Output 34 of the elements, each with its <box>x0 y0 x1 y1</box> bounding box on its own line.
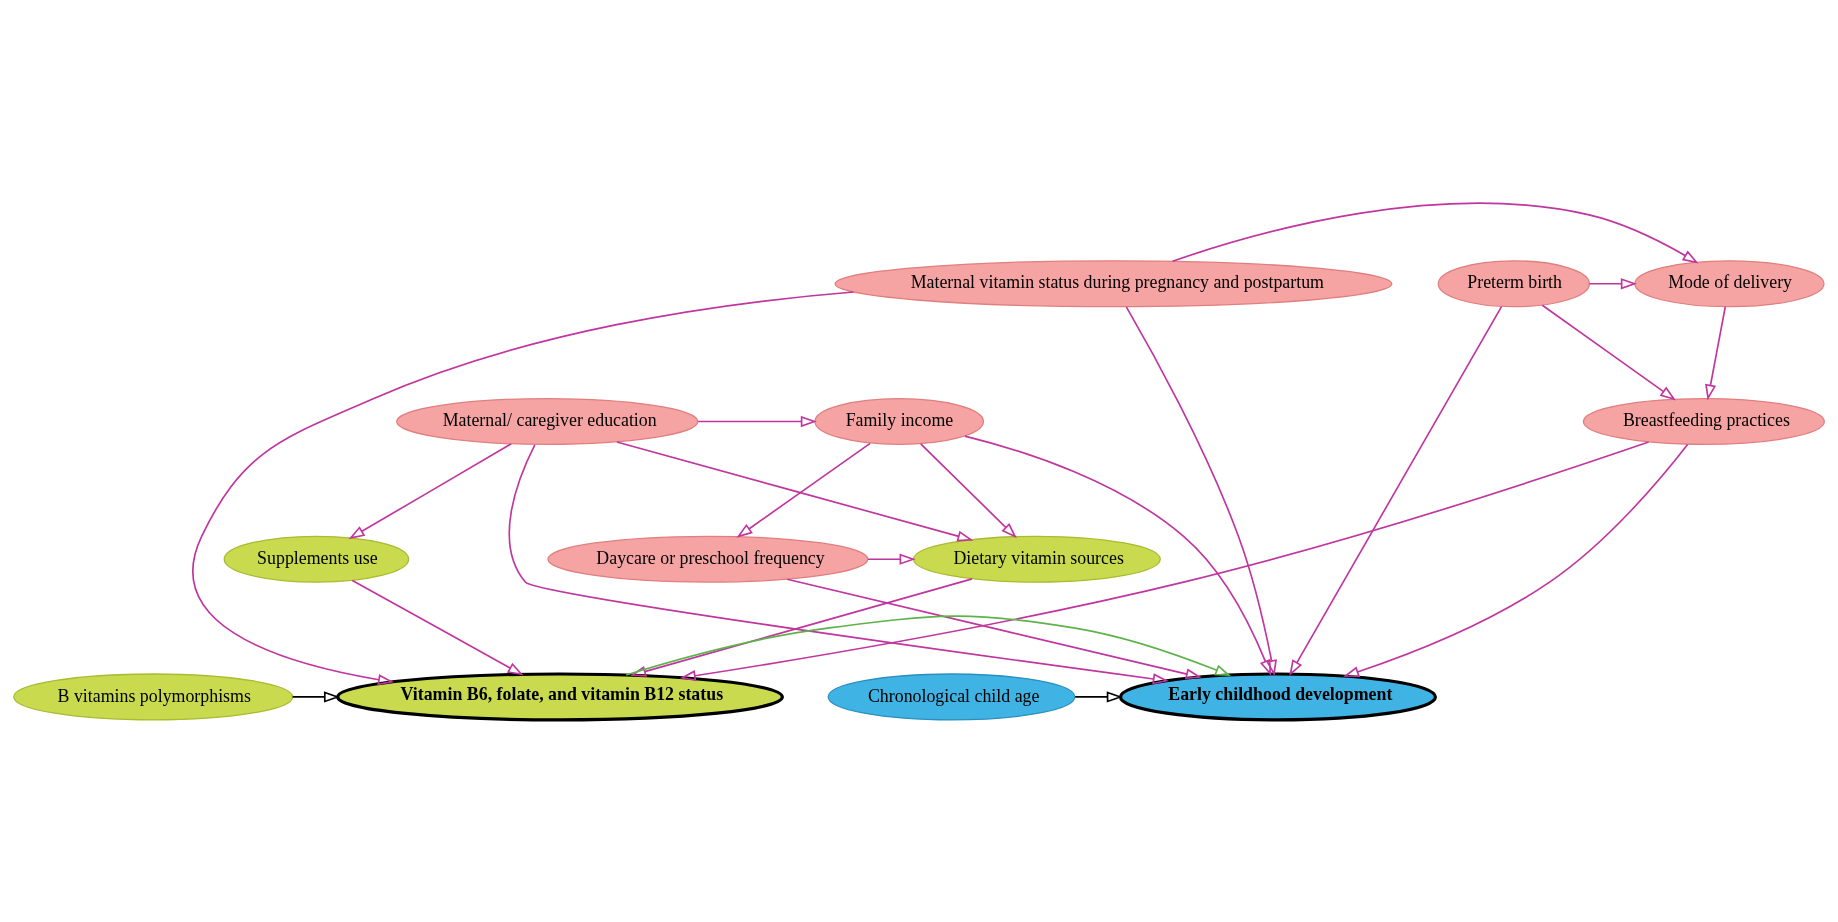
node-ellipse: B vitamins polymorphisms <box>13 672 294 721</box>
node-ellipse: Maternal vitamin status during pregnancy and postpartum <box>834 259 1393 307</box>
arrow <box>1343 443 1689 677</box>
arrow <box>786 577 1202 679</box>
node-ellipse: Family income <box>814 397 985 445</box>
arrow <box>192 290 855 685</box>
arrow <box>616 440 974 542</box>
node-ellipse: Maternal/ caregiver education <box>396 397 699 445</box>
arrow <box>964 434 1272 676</box>
arrow <box>1588 277 1637 289</box>
arrow <box>1541 303 1677 400</box>
arrow <box>291 690 341 703</box>
node-ellipse: Dietary vitamin sources <box>913 535 1161 583</box>
arrow <box>919 442 1017 538</box>
node-ellipse: Mode of delivery <box>1634 259 1825 307</box>
node-ellipse: Chronological child age <box>827 672 1076 721</box>
arrow <box>625 614 1232 676</box>
arrow <box>1074 690 1123 703</box>
arrow <box>1289 305 1503 676</box>
arrow <box>351 579 524 676</box>
arrow <box>697 415 817 427</box>
arrow <box>1171 201 1699 263</box>
arrow <box>679 440 1650 681</box>
node-ellipse: Breastfeeding practices <box>1582 397 1825 445</box>
node-ellipse: Preterm birth <box>1437 259 1591 307</box>
arrow <box>348 442 512 539</box>
node-ellipse: Daycare or preschool frequency <box>547 535 869 583</box>
arrow <box>508 443 1169 684</box>
node-ellipse: Supplements use <box>223 535 410 583</box>
arrow <box>1125 305 1277 676</box>
arrow <box>630 577 973 677</box>
arrow <box>1705 305 1727 401</box>
arrow <box>867 553 916 565</box>
arrow <box>736 441 871 538</box>
